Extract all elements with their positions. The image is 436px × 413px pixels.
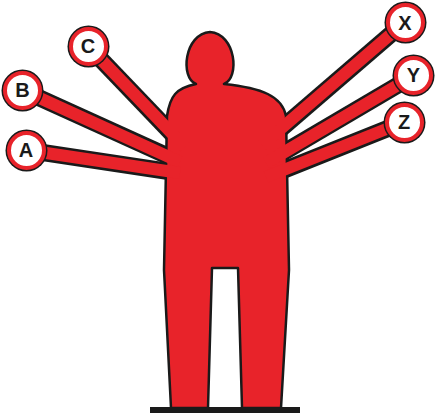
letter-circle: Z [385,103,424,142]
letter-label: A [19,140,33,160]
letter-label: X [398,13,411,33]
letter-label: Z [398,112,410,132]
letter-label: B [15,80,29,100]
letter-label: Y [407,65,420,85]
letter-circle: C [69,27,108,66]
letter-circle: B [3,71,42,110]
letter-circle: Y [394,56,433,95]
letter-circle: X [386,3,425,42]
letter-circle: A [7,131,46,170]
letter-label: C [81,36,95,56]
